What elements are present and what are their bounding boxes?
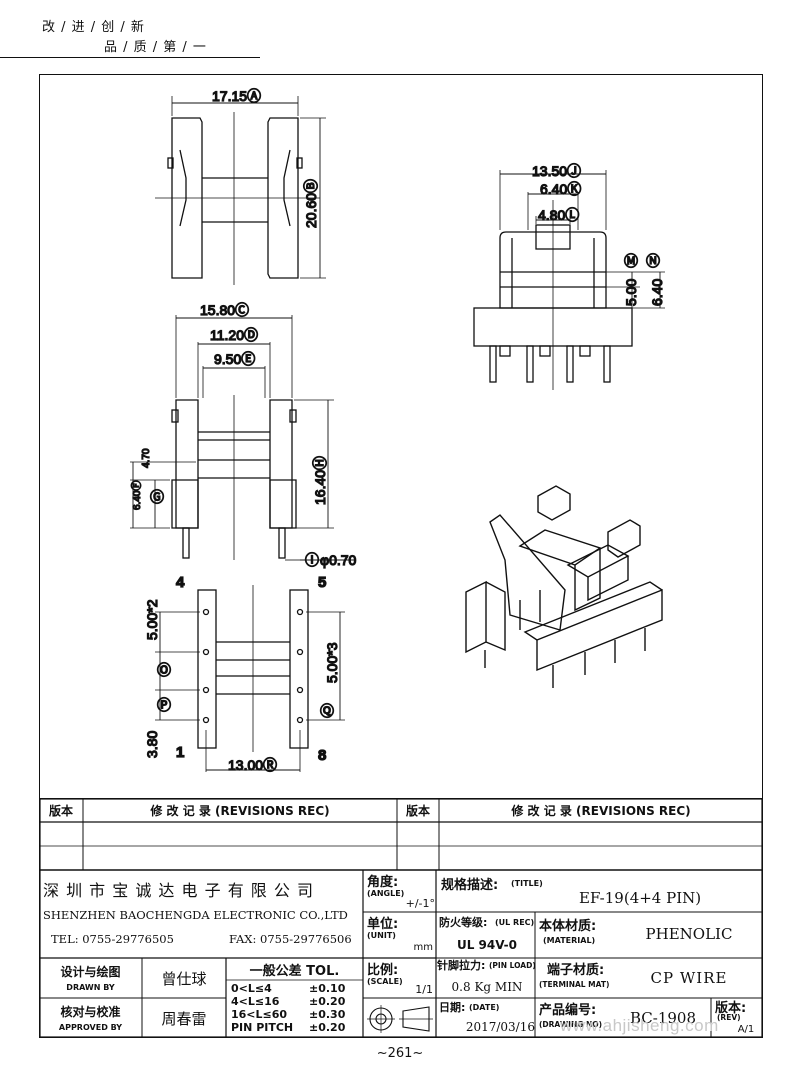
page-number: ~261~ bbox=[376, 1046, 424, 1061]
title-sub: (TITLE) bbox=[511, 878, 543, 888]
rev-col-version-2: 版本 bbox=[405, 803, 430, 818]
watermark: www.ahjisheng.com bbox=[560, 1016, 719, 1035]
dim-o: Ⓞ bbox=[157, 662, 171, 678]
terminal-value: CP WIRE bbox=[650, 969, 728, 987]
dim-i-value: φ0.70 bbox=[320, 552, 357, 568]
tolerance-value-2: ±0.20 bbox=[309, 995, 346, 1008]
rev-col-record: 修 改 记 录 (REVISIONS REC) bbox=[150, 803, 330, 818]
rev-col-record-2: 修 改 记 录 (REVISIONS REC) bbox=[511, 803, 691, 818]
tolerance-range-4: PIN PITCH bbox=[231, 1021, 294, 1034]
dim-b: 20.60Ⓑ bbox=[303, 179, 319, 228]
title-value: EF-19(4+4 PIN) bbox=[579, 889, 702, 907]
approved-label: 核对与校准 bbox=[60, 1004, 121, 1019]
title-block: 版本 修 改 记 录 (REVISIONS REC) 版本 修 改 记 录 (R… bbox=[39, 798, 763, 1038]
dim-p: Ⓟ bbox=[157, 697, 171, 713]
dim-m-value: 5.00 bbox=[623, 279, 639, 306]
top-view bbox=[155, 96, 326, 285]
dim-pitch-left: 5.00*2 bbox=[144, 599, 160, 640]
title-label: 规格描述: bbox=[441, 877, 499, 893]
pinload-sub: (PIN LOAD) bbox=[489, 960, 536, 970]
technical-drawing: 17.15Ⓐ 20.60Ⓑ 15.80Ⓒ 11. bbox=[130, 87, 666, 774]
rev-col-version: 版本 bbox=[48, 803, 73, 818]
title-block-grid bbox=[39, 798, 763, 1038]
dim-l: 4.80Ⓛ bbox=[538, 207, 579, 223]
side-view bbox=[473, 170, 665, 390]
scale-value: 1/1 bbox=[415, 982, 433, 996]
front-view bbox=[130, 315, 355, 561]
angle-sub: (ANGLE) bbox=[367, 888, 405, 898]
unit-value: mm bbox=[413, 941, 433, 953]
tolerance-range-3: 16<L≤60 bbox=[231, 1008, 288, 1021]
approved-sub: APPROVED BY bbox=[58, 1022, 123, 1032]
material-sub: (MATERIAL) bbox=[543, 935, 596, 945]
tolerance-range-2: 4<L≤16 bbox=[231, 995, 280, 1008]
pin-5-label: 5 bbox=[318, 574, 326, 591]
date-sub: (DATE) bbox=[469, 1002, 500, 1012]
scale-label: 比例: bbox=[367, 962, 399, 978]
unit-label: 单位: bbox=[367, 916, 399, 932]
dim-e: 9.50Ⓔ bbox=[214, 351, 255, 367]
company-name-en: SHENZHEN BAOCHENGDA ELECTRONIC CO.,LTD bbox=[43, 908, 348, 922]
fire-value: UL 94V-0 bbox=[456, 938, 517, 952]
material-value: PHENOLIC bbox=[645, 925, 733, 943]
dim-f: 6.40Ⓕ bbox=[131, 481, 143, 510]
dim-k: 6.40Ⓚ bbox=[540, 181, 581, 197]
terminal-label: 端子材质: bbox=[547, 962, 605, 978]
dim-n: Ⓝ bbox=[646, 253, 660, 269]
pin-1-label: 1 bbox=[176, 744, 184, 761]
rev-label: 版本: bbox=[715, 1000, 747, 1016]
dim-row: 3.80 bbox=[144, 731, 160, 758]
projection-symbol-icon bbox=[367, 1005, 433, 1033]
unit-sub: (UNIT) bbox=[367, 930, 396, 940]
dim-a: 17.15Ⓐ bbox=[212, 88, 261, 104]
dim-pitch-right: 5.00*3 bbox=[324, 642, 340, 683]
tolerance-title: 一般公差 TOL. bbox=[249, 963, 340, 979]
isometric-view bbox=[465, 485, 663, 688]
pinload-label: 针脚拉力: bbox=[437, 959, 486, 972]
dim-i: Ⓘ bbox=[305, 552, 319, 568]
tolerance-range-1: 0<L≤4 bbox=[231, 982, 272, 995]
material-label: 本体材质: bbox=[539, 918, 597, 934]
drawing-value: BC-1908 bbox=[629, 1009, 697, 1027]
pinload-value: 0.8 Kg MIN bbox=[451, 980, 523, 994]
dim-g: Ⓖ bbox=[150, 489, 164, 505]
angle-value: +/-1° bbox=[405, 896, 435, 910]
dim-n-value: 6.40 bbox=[649, 279, 665, 306]
tolerance-value-4: ±0.20 bbox=[309, 1021, 346, 1034]
dim-g-value: 4.70 bbox=[141, 448, 152, 468]
angle-label: 角度: bbox=[367, 874, 399, 890]
tolerance-value-1: ±0.10 bbox=[309, 982, 346, 995]
slogan-line-2: 品 / 质 / 第 / 一 bbox=[104, 40, 207, 55]
terminal-sub: (TERMINAL MAT) bbox=[539, 979, 610, 989]
drawing-sub: (DRAWING NO) bbox=[539, 1019, 603, 1029]
drawing-label: 产品编号: bbox=[539, 1002, 597, 1018]
drawn-label: 设计与绘图 bbox=[60, 964, 121, 979]
drawn-sub: DRAWN BY bbox=[66, 982, 115, 992]
dim-h: 16.40Ⓗ bbox=[312, 456, 328, 505]
header-rule bbox=[0, 57, 260, 58]
approved-value: 周春雷 bbox=[161, 1009, 207, 1028]
dim-q: Ⓠ bbox=[320, 703, 334, 719]
fire-sub: (UL REC) bbox=[495, 917, 535, 927]
date-value: 2017/03/16 bbox=[465, 1020, 535, 1034]
drawn-value: 曾仕球 bbox=[161, 969, 207, 988]
dim-r: 13.00Ⓡ bbox=[228, 757, 277, 773]
slogan-line-1: 改 / 进 / 创 / 新 bbox=[42, 20, 145, 35]
dim-d: 11.20Ⓓ bbox=[210, 327, 258, 343]
pin-8-label: 8 bbox=[318, 747, 326, 764]
company-name-cn: 深 圳 市 宝 诚 达 电 子 有 限 公 司 bbox=[43, 881, 314, 900]
date-label: 日期: bbox=[439, 1001, 466, 1014]
fire-label: 防火等级: bbox=[439, 916, 488, 929]
tolerance-value-3: ±0.30 bbox=[309, 1008, 346, 1021]
rev-value: A/1 bbox=[737, 1023, 755, 1035]
dim-j: 13.50Ⓙ bbox=[532, 163, 581, 179]
scale-sub: (SCALE) bbox=[367, 976, 403, 986]
dim-m: Ⓜ bbox=[624, 253, 638, 269]
dim-c: 15.80Ⓒ bbox=[200, 302, 249, 318]
company-fax: FAX: 0755-29776506 bbox=[229, 932, 352, 946]
bottom-view bbox=[155, 585, 345, 772]
pin-4-label: 4 bbox=[176, 574, 185, 591]
rev-sub: (REV) bbox=[717, 1012, 741, 1022]
company-tel: TEL: 0755-29776505 bbox=[51, 932, 174, 946]
